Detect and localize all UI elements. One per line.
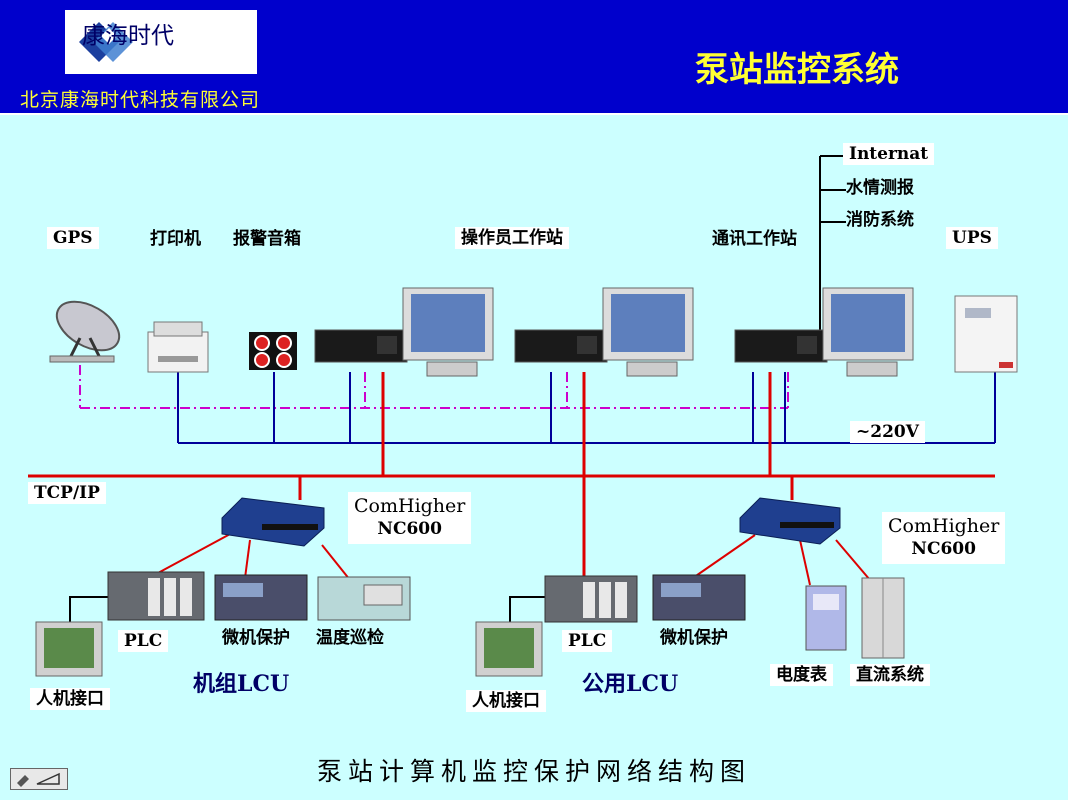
switch-2-icon	[739, 497, 841, 545]
public-protection-label: 微机保护	[660, 628, 728, 648]
unit-plc-label: PLC	[118, 630, 169, 652]
unit-plc-icon	[107, 571, 205, 621]
slide-nav-button[interactable]	[10, 768, 68, 790]
public-hmi-label: 人机接口	[466, 690, 546, 712]
company-logo	[65, 10, 257, 74]
unit-protection-icon	[214, 574, 308, 621]
public-lcu-title: 公用LCU	[582, 671, 679, 697]
switch-2-model: NC600	[911, 539, 976, 559]
comm-workstation-icon	[734, 287, 914, 377]
power-bus	[177, 372, 996, 444]
switch-1-label: ComHigher NC600	[348, 492, 472, 544]
dc-system-cabinet-icon	[861, 577, 905, 659]
comm-uplinks	[819, 155, 846, 330]
switch-2-brand: ComHigher	[888, 515, 1000, 537]
comm-link-hydrology: 水情测报	[846, 178, 914, 198]
tcpip-bus	[28, 372, 995, 590]
slide-nav-icon	[17, 772, 60, 787]
comm-link-fire: 消防系统	[846, 210, 914, 230]
unit-lcu-title: 机组LCU	[193, 671, 290, 697]
page-title: 泵站监控系统	[695, 50, 899, 90]
diagram-caption: 泵站计算机监控保护网络结构图	[316, 757, 751, 786]
comm-link-internet: Internat	[843, 143, 935, 165]
printer-label: 打印机	[150, 229, 201, 249]
public-plc-label: PLC	[562, 630, 613, 652]
temp-inspection-icon	[317, 576, 411, 621]
public-hmi-icon	[475, 621, 543, 677]
comm-station-label: 通讯工作站	[712, 229, 797, 249]
public-protection-icon	[652, 574, 746, 621]
alarm-speaker-icon	[249, 332, 297, 370]
hmi-links	[69, 596, 548, 622]
lcu-links	[144, 532, 871, 586]
operator-station-label: 操作员工作站	[455, 227, 569, 249]
dc-system-label: 直流系统	[850, 664, 930, 686]
unit-protection-label: 微机保护	[222, 628, 290, 648]
network-label: TCP/IP	[28, 482, 106, 504]
public-plc-icon	[544, 575, 638, 623]
printer-icon	[147, 321, 209, 373]
energy-meter-icon	[805, 585, 847, 651]
energy-meter-label: 电度表	[770, 664, 833, 686]
alarm-speaker-label: 报警音箱	[233, 229, 301, 249]
temp-inspection-label: 温度巡检	[316, 628, 384, 648]
power-label: ~220V	[850, 421, 925, 443]
operator-workstation-1-icon	[314, 287, 494, 377]
company-name: 北京康海时代科技有限公司	[20, 89, 261, 111]
unit-hmi-label: 人机接口	[30, 688, 110, 710]
ups-label: UPS	[946, 227, 998, 249]
switch-2-label: ComHigher NC600	[882, 512, 1006, 564]
signal-bus	[79, 365, 789, 409]
ups-icon	[954, 295, 1018, 373]
operator-workstation-2-icon	[514, 287, 694, 377]
gps-label: GPS	[47, 227, 99, 249]
logo-text: 康海时代	[82, 23, 174, 49]
switch-1-icon	[221, 497, 325, 547]
switch-1-brand: ComHigher	[354, 495, 466, 517]
switch-1-model: NC600	[377, 519, 442, 539]
header-divider	[0, 113, 1068, 115]
gps-antenna-icon	[49, 300, 121, 363]
unit-hmi-icon	[35, 621, 103, 677]
